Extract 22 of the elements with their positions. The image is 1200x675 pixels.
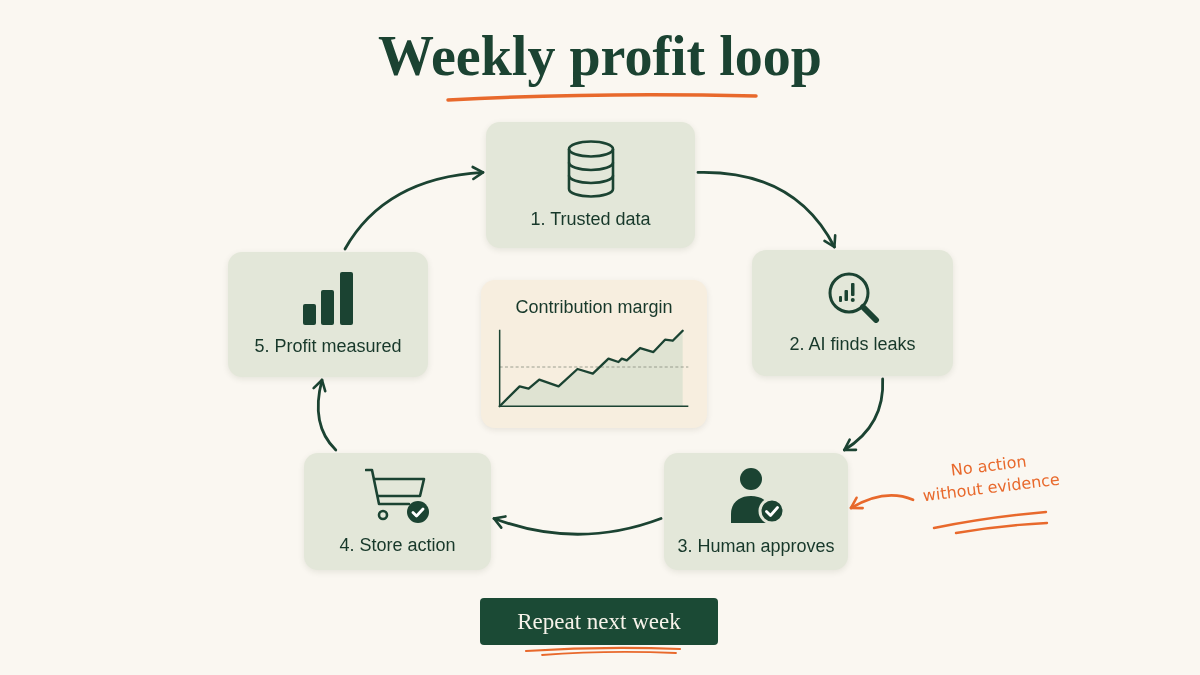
annotation-note: No action without evidence [913,446,1067,508]
step-card [752,250,953,376]
step-card [228,252,428,377]
chart-card [481,280,707,428]
arrow [696,171,836,249]
step-card [664,453,848,570]
step-label: 2. AI finds leaks [789,333,916,355]
arrow [343,166,485,251]
step-label: 1. Trusted data [530,208,651,230]
banner-label: Repeat next week [517,607,681,636]
step-card [304,453,491,570]
step-card [486,122,695,248]
step-label: 5. Profit measured [254,335,402,357]
arrow [312,378,338,452]
chart-title: Contribution margin [515,296,673,318]
banner [480,598,718,645]
step-label: 3. Human approves [677,534,835,557]
title: Weekly profit loop [378,24,822,88]
annotation-arrow [849,494,915,510]
arrow [492,514,663,536]
step-label: 4. Store action [339,533,456,556]
arrow [842,377,885,452]
